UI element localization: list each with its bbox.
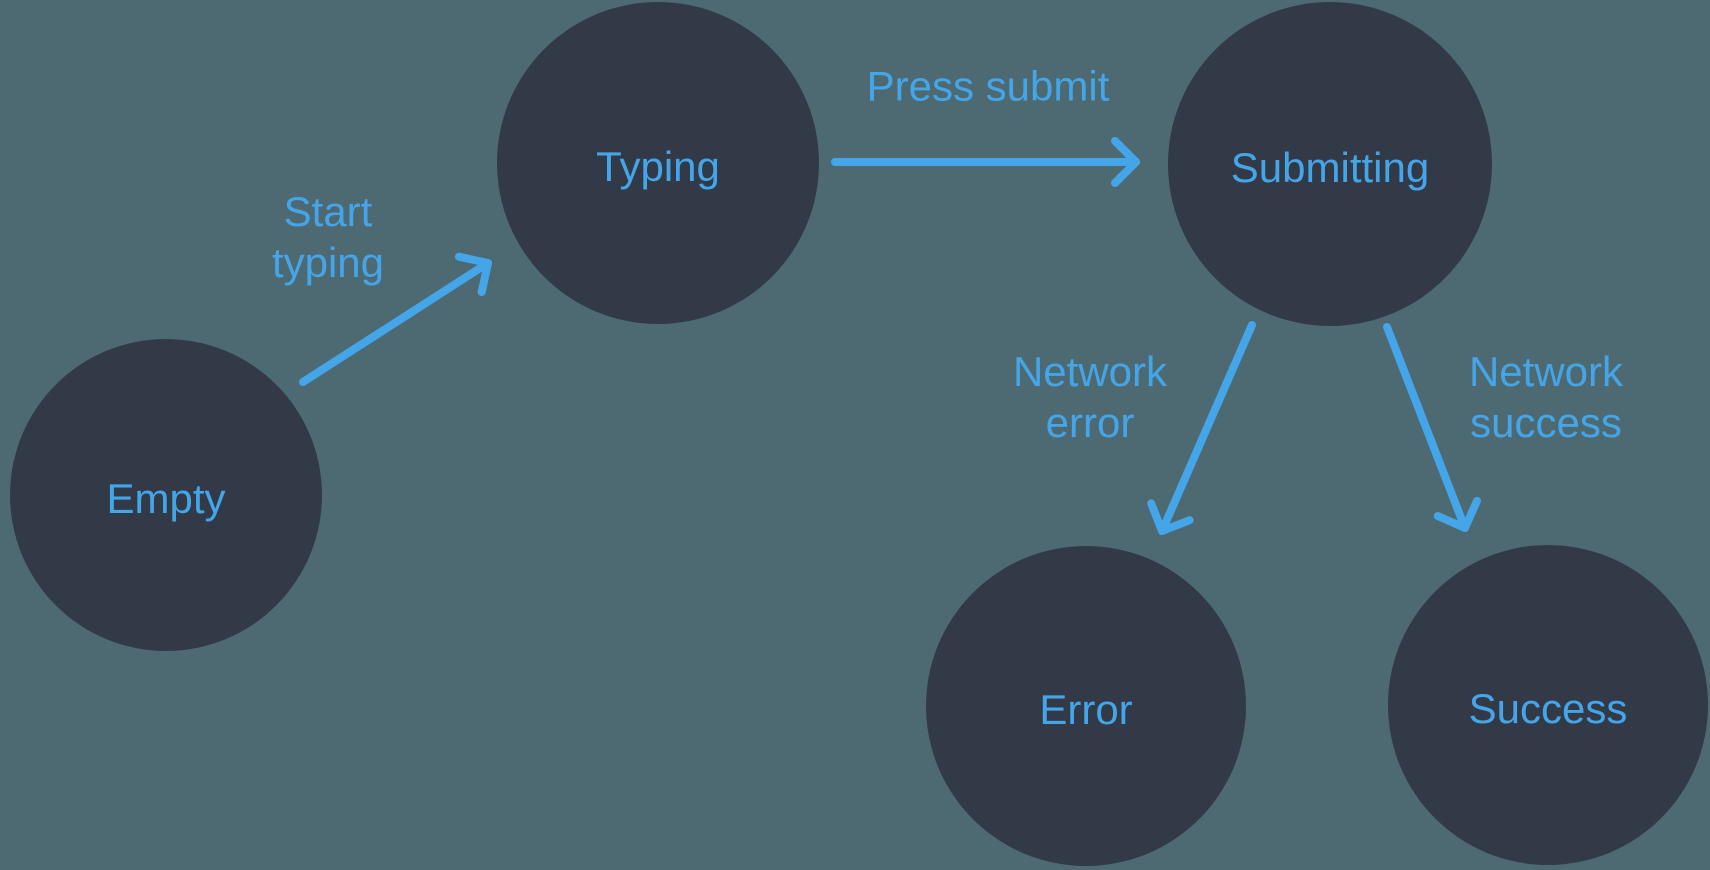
- transition-label-network-success: Network success: [1468, 347, 1624, 446]
- state-node-submitting: Submitting: [1168, 2, 1492, 326]
- transition-label-network-error: Network error: [1012, 347, 1168, 446]
- state-node-typing: Typing: [497, 2, 819, 324]
- arrow-submitting-to-error: [1147, 321, 1256, 535]
- transition-label-start-typing: Start typing: [271, 187, 385, 286]
- state-node-error: Error: [926, 546, 1246, 866]
- state-node-success: Success: [1388, 545, 1708, 865]
- state-node-empty: Empty: [10, 339, 322, 651]
- arrow-empty-to-typing: [299, 252, 492, 386]
- state-node-typing-label: Typing: [596, 143, 720, 190]
- transition-label-press-submit: Press submit: [866, 62, 1110, 110]
- state-node-submitting-label: Submitting: [1230, 144, 1430, 191]
- state-node-error-label: Error: [1039, 686, 1133, 733]
- state-node-success-label: Success: [1468, 685, 1628, 732]
- state-node-empty-label: Empty: [106, 475, 226, 522]
- arrow-submitting-to-success: [1383, 323, 1481, 532]
